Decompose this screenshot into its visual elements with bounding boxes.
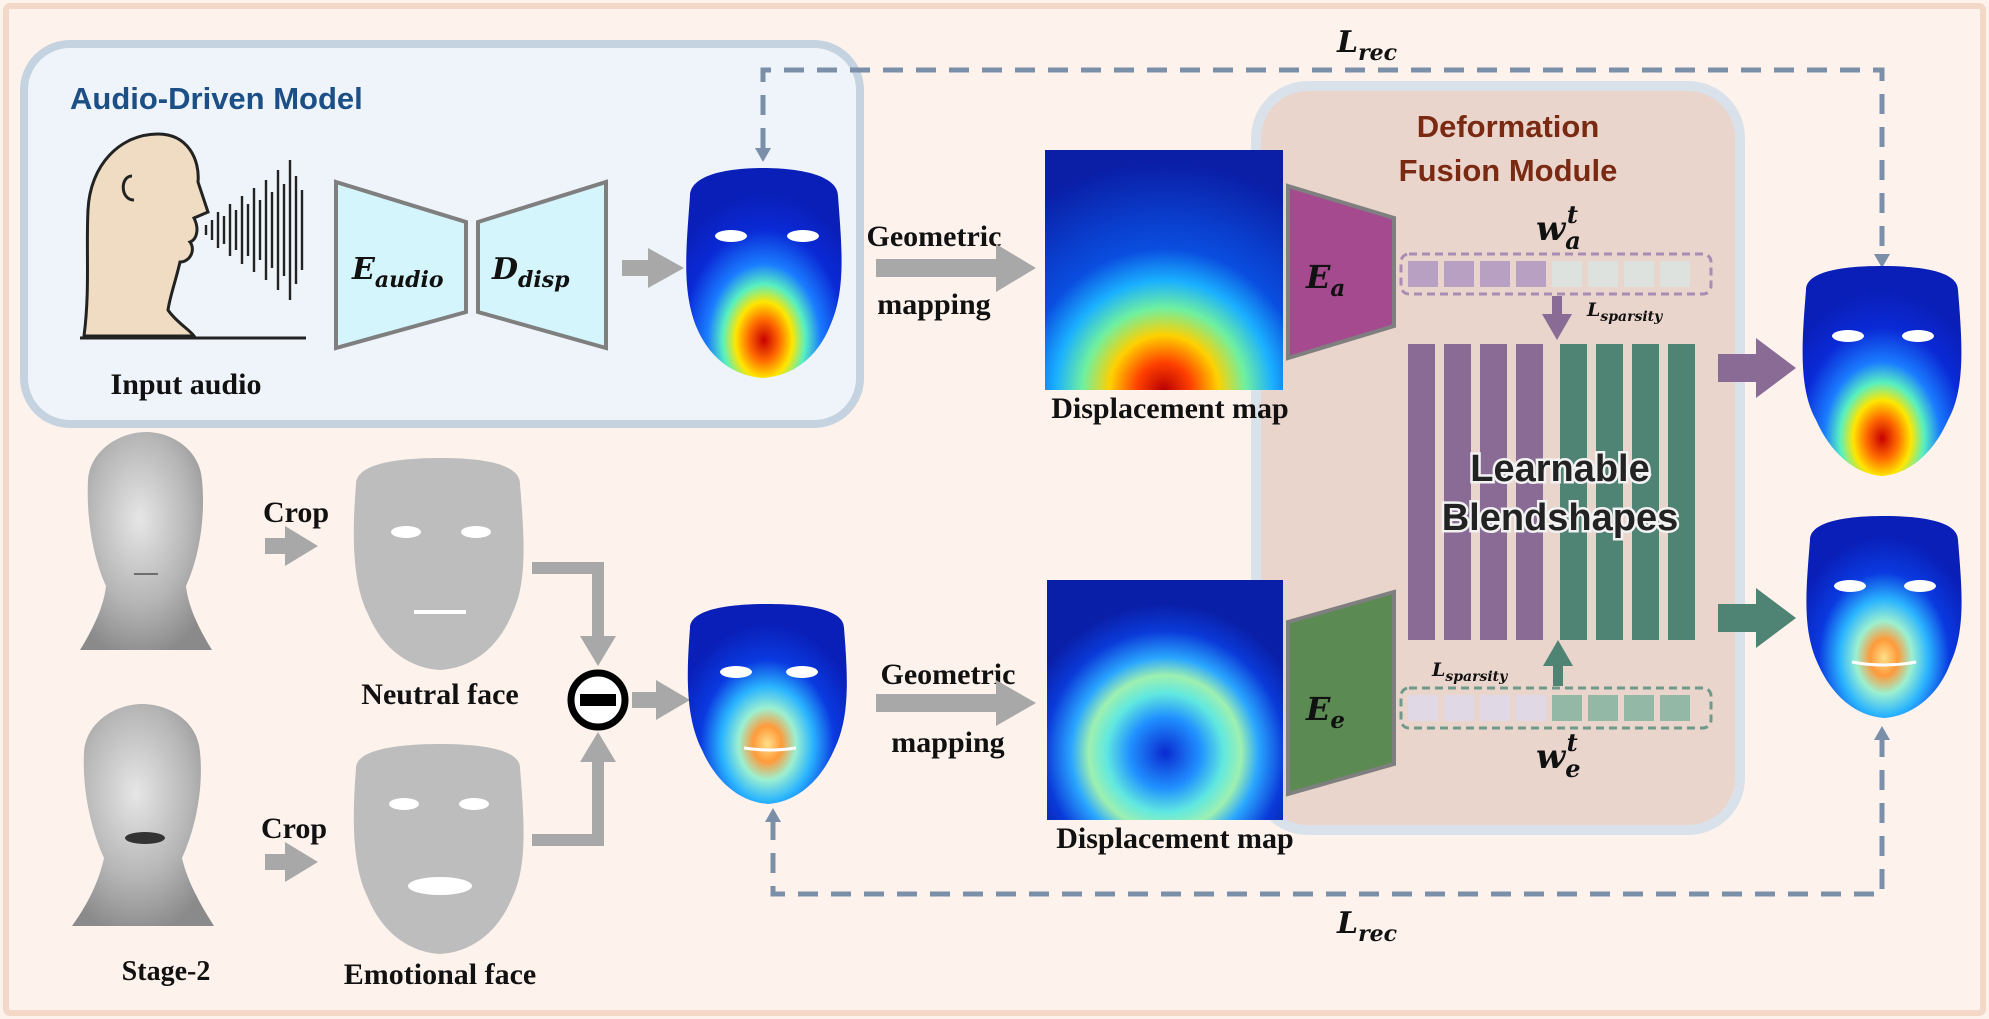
stage-head-neutral xyxy=(80,432,212,650)
displacement-map-audio xyxy=(1045,150,1283,390)
rec-arrowhead-top-right xyxy=(1874,254,1890,268)
disp-decoder-label: Ddisp xyxy=(491,252,570,293)
arrow-crop-top xyxy=(265,526,318,566)
emotional-face-mesh xyxy=(353,744,524,954)
audio-encoder-block xyxy=(334,179,468,351)
arrowhead-neutral-to-subtract xyxy=(580,636,616,666)
audio-model-title: Audio-Driven Model xyxy=(70,81,363,116)
arrow-geometric-mapping-bottom xyxy=(876,680,1036,726)
emotional-face-label: Emotional face xyxy=(344,958,536,991)
stage-label: Stage-2 xyxy=(122,956,211,987)
rec-loss-bottom-label: Lrec xyxy=(1336,906,1398,947)
geometric-mapping-bottom-line1: Geometric xyxy=(881,658,1016,691)
arrow-decoder-to-face xyxy=(622,248,684,288)
learnable-blendshapes-grid xyxy=(1408,344,1695,640)
rec-loss-loop-top xyxy=(760,67,1885,258)
arrow-output-audio xyxy=(1718,338,1796,398)
displacement-map-top-label: Displacement map xyxy=(1051,392,1288,425)
audio-heatmap-face xyxy=(686,168,842,378)
arrow-geometric-mapping-top xyxy=(876,244,1036,292)
rec-loss-loop-bottom xyxy=(770,738,1885,897)
neutral-face-mesh xyxy=(353,458,524,670)
output-emotion-face xyxy=(1806,516,1962,718)
neutral-face-label: Neutral face xyxy=(361,678,518,711)
encoder-a-label: Ea xyxy=(1305,258,1345,302)
rec-arrowhead-top-left xyxy=(755,148,771,162)
weight-vector-a xyxy=(1399,252,1713,296)
blendshapes-label-line2: Blendshapes xyxy=(1442,497,1679,539)
arrow-output-emotion xyxy=(1718,588,1796,648)
arrow-crop-bottom xyxy=(265,842,318,882)
fusion-title-line1: Deformation xyxy=(1417,109,1600,144)
blendshapes-label-line1: Learnable xyxy=(1470,448,1650,490)
arrowhead-emotional-to-subtract xyxy=(580,732,616,762)
displacement-map-bottom-label: Displacement map xyxy=(1056,822,1293,855)
weight-e-label: wet xyxy=(1536,728,1581,783)
displacement-map-emotion xyxy=(1047,580,1283,820)
arrow-weight-a-to-blendshapes xyxy=(1542,296,1572,340)
rec-arrowhead-bottom-left xyxy=(765,808,781,822)
rec-loss-top-label: Lrec xyxy=(1336,25,1398,66)
stage-head-emotional xyxy=(72,704,214,926)
fusion-title-line2: Fusion Module xyxy=(1399,153,1618,188)
sparsity-loss-bottom-label: Lsparsity xyxy=(1431,659,1508,685)
disp-decoder-block xyxy=(476,179,608,351)
rec-arrowhead-bottom-right xyxy=(1874,726,1890,740)
encoder-e-block xyxy=(1286,589,1396,797)
input-audio-label: Input audio xyxy=(111,368,262,401)
speaking-head-icon xyxy=(80,132,306,340)
arrow-weight-e-to-blendshapes xyxy=(1543,640,1573,686)
geometric-mapping-top-line1: Geometric xyxy=(867,220,1002,253)
weight-vector-e xyxy=(1399,686,1713,730)
encoder-a-block xyxy=(1286,183,1396,361)
connector-neutral-to-subtract xyxy=(532,562,604,640)
geometric-mapping-bottom-line2: mapping xyxy=(891,726,1004,759)
subtract-node xyxy=(567,669,629,731)
connector-emotional-to-subtract xyxy=(532,758,604,846)
crop-label-top: Crop xyxy=(263,496,329,529)
crop-label-bottom: Crop xyxy=(261,812,327,845)
geometric-mapping-top-line2: mapping xyxy=(877,288,990,321)
emotion-heatmap-face xyxy=(687,604,847,804)
audio-encoder-label: Eaudio xyxy=(351,252,444,293)
encoder-e-label: Ee xyxy=(1305,690,1345,734)
weight-a-label: wat xyxy=(1536,200,1581,255)
arrow-subtract-to-face xyxy=(632,680,690,720)
sparsity-loss-top-label: Lsparsity xyxy=(1586,299,1663,325)
output-audio-face xyxy=(1802,266,1962,476)
